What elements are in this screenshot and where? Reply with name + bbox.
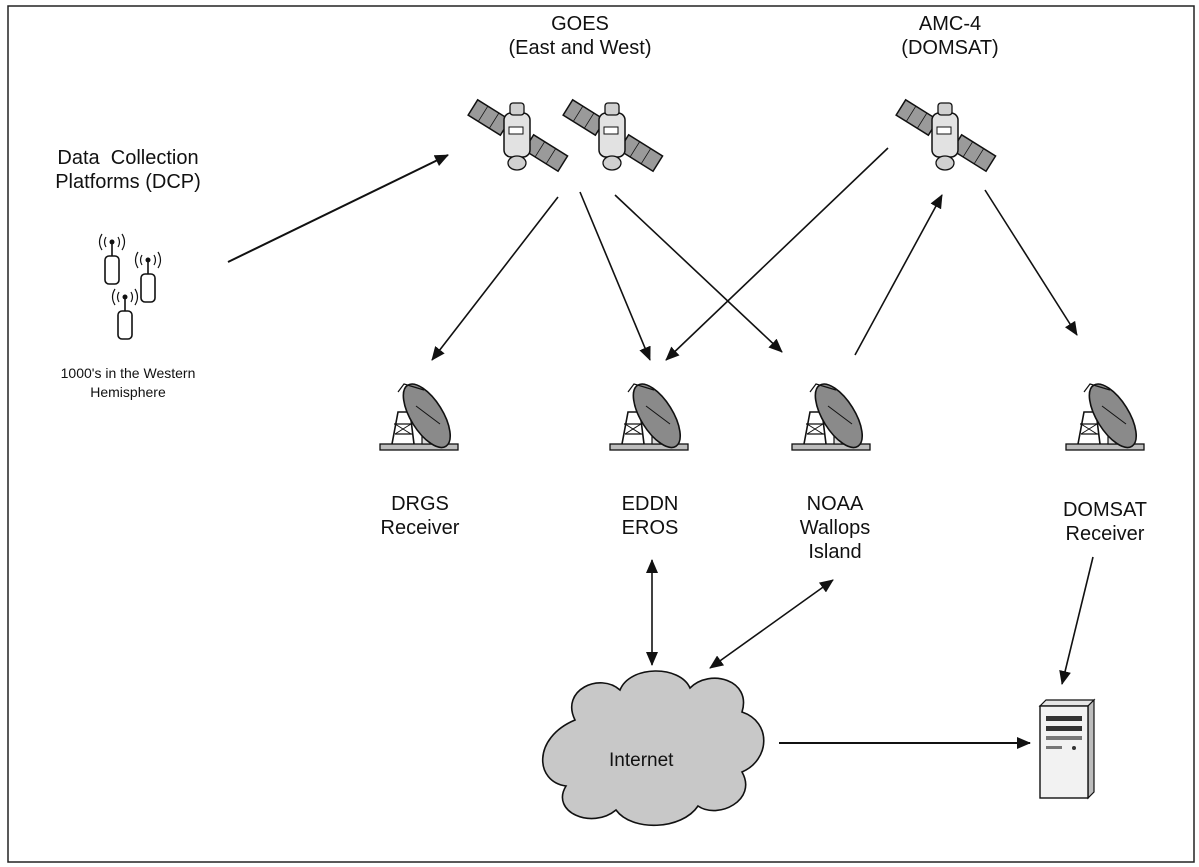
domsat-dish-icon [1065, 375, 1147, 456]
domsat-to-server-arrow [1059, 556, 1094, 685]
dcp-to-goes-arrow [227, 154, 449, 263]
domsat-receiver-line1: DOMSAT [1062, 499, 1148, 521]
noaa-dish-icon [791, 375, 873, 456]
amc4-label-line1: AMC-4 [918, 13, 982, 35]
dcp-note-label: 1000's in the Western Hemisphere [28, 364, 228, 402]
drgs-label: DRGS Receiver [360, 492, 480, 540]
goes-east-satellite-icon [467, 99, 569, 172]
noaa-label-line1: NOAA [806, 493, 864, 515]
noaa-internet-arrow [709, 579, 834, 669]
noaa-to-amc4-arrow [854, 194, 943, 356]
goes-west-satellite-icon [562, 99, 664, 172]
dcp-label-line1: Data Collection [57, 147, 199, 169]
goes-label: GOES (East and West) [480, 12, 680, 60]
noaa-label: NOAA Wallops Island [775, 492, 895, 564]
goes-to-eddn-arrow [579, 191, 651, 361]
diagram-border [7, 5, 1195, 863]
goes-to-noaa-arrow [614, 194, 783, 353]
dcp-note-line1: 1000's in the Western [60, 365, 196, 381]
dcp-label: Data Collection Platforms (DCP) [28, 146, 228, 194]
goes-label-line1: GOES [551, 13, 609, 35]
amc4-to-eddn-arrow [665, 147, 889, 361]
goes-label-line2: (East and West) [508, 37, 652, 59]
dcp-label-line2: Platforms (DCP) [55, 171, 201, 193]
drgs-label-line2: Receiver [380, 517, 460, 539]
amc4-label: AMC-4 (DOMSAT) [880, 12, 1020, 60]
noaa-label-line2: Wallops [799, 517, 871, 539]
amc4-to-domsat-arrow [984, 189, 1078, 336]
dcp-transmitter-icon [134, 251, 162, 303]
server-icon [1038, 698, 1096, 800]
eddn-label-line2: EROS [621, 517, 679, 539]
eddn-dish-icon [609, 375, 691, 456]
goes-to-drgs-arrow [431, 196, 559, 361]
noaa-label-line3: Island [808, 541, 862, 563]
domsat-receiver-line2: Receiver [1065, 523, 1145, 545]
domsat-receiver-label: DOMSAT Receiver [1040, 498, 1170, 546]
drgs-dish-icon [379, 375, 461, 456]
dcp-transmitter-icon [111, 288, 139, 340]
internet-cloud-icon [541, 670, 765, 827]
dcp-transmitter-icon [98, 233, 126, 285]
internet-label: Internet [609, 750, 674, 771]
dcp-note-line2: Hemisphere [90, 384, 166, 400]
eddn-label-line1: EDDN [621, 493, 679, 515]
amc4-satellite-icon [895, 99, 997, 172]
eddn-label: EDDN EROS [590, 492, 710, 540]
drgs-label-line1: DRGS [391, 493, 449, 515]
amc4-label-line2: (DOMSAT) [901, 37, 999, 59]
